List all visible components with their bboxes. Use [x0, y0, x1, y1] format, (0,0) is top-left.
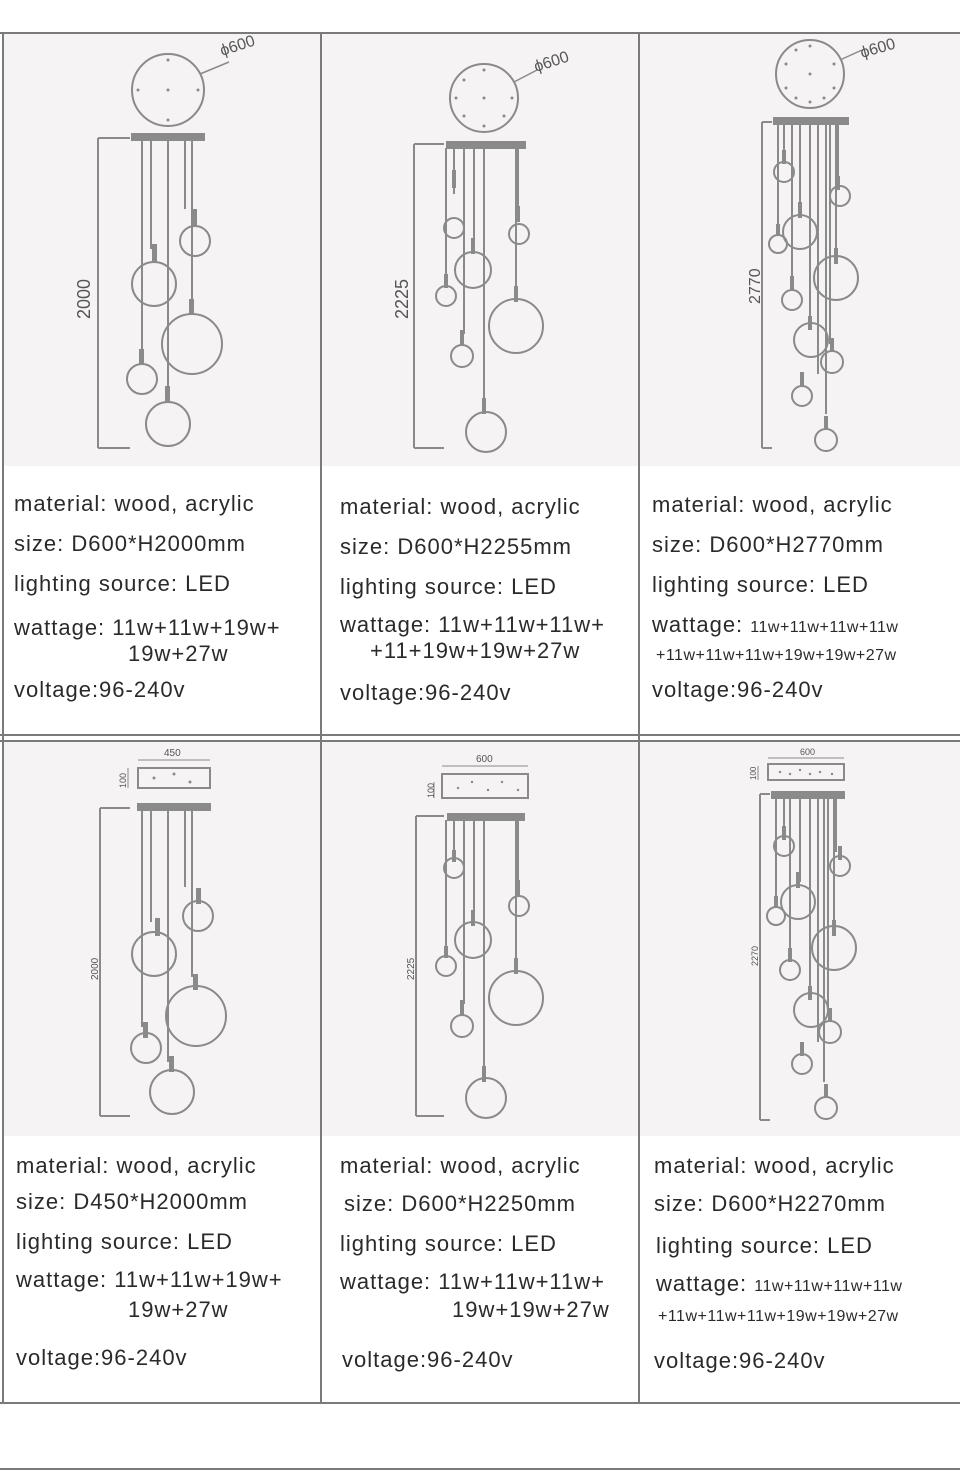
wattage-line-1: wattage: 11w+11w+11w+11w — [652, 613, 898, 640]
voltage-text: voltage:96-240v — [340, 680, 512, 705]
drawing-panel-6: 600 100 2270 — [640, 742, 960, 1136]
lighting-text: lighting source: LED — [340, 1231, 557, 1256]
spec-panel-3: material: wood, acrylic size: D600*H2770… — [652, 493, 898, 702]
voltage-text: voltage:96-240v — [654, 1348, 826, 1373]
material-text: material: wood, acrylic — [654, 1153, 895, 1178]
spec-panel-5: material: wood, acrylic size: D600*H2250… — [340, 1154, 610, 1372]
size-text: size: D600*H2770mm — [652, 532, 884, 557]
wattage-text-1: wattage: 11w+11w+11w+ — [340, 1269, 605, 1294]
wattage-text-1: 11w+11w+11w+11w — [754, 1278, 903, 1295]
size-text: size: D600*H2270mm — [654, 1191, 886, 1216]
top-width-label: 450 — [164, 748, 181, 759]
material-text: material: wood, acrylic — [652, 492, 893, 517]
wattage-text-2: 19w+27w — [128, 1297, 229, 1322]
voltage-text: voltage:96-240v — [16, 1345, 188, 1370]
material-text: material: wood, acrylic — [16, 1153, 257, 1178]
spec-panel-6: material: wood, acrylic size: D600*H2270… — [654, 1154, 902, 1373]
size-text: size: D450*H2000mm — [16, 1189, 248, 1214]
wattage-text-2: +11w+11w+11w+19w+19w+27w — [656, 647, 897, 664]
material-text: material: wood, acrylic — [340, 1153, 581, 1178]
top-height-label: 100 — [426, 783, 436, 798]
height-label: 2000 — [74, 279, 94, 319]
diameter-label: ϕ600 — [218, 34, 257, 60]
grid-line-mid-1 — [0, 734, 960, 736]
grid-line-top — [0, 32, 960, 34]
grid-line-left — [2, 32, 4, 1404]
top-height-label: 100 — [118, 773, 128, 788]
size-text: size: D600*H2250mm — [344, 1191, 576, 1216]
grid-line-mid-2 — [0, 740, 960, 742]
top-width-label: 600 — [800, 747, 815, 757]
wattage-text-2: +11w+11w+11w+19w+19w+27w — [658, 1308, 899, 1325]
spec-panel-2: material: wood, acrylic size: D600*H2255… — [340, 495, 605, 705]
wattage-text-1: wattage: 11w+11w+11w+ — [340, 612, 605, 637]
diameter-label: ϕ600 — [858, 36, 897, 62]
drawing-panel-1: ϕ600 2000 — [4, 34, 320, 466]
height-label: 2270 — [750, 946, 760, 966]
lighting-text: lighting source: LED — [652, 572, 869, 597]
voltage-text: voltage:96-240v — [342, 1347, 514, 1372]
size-text: size: D600*H2255mm — [340, 534, 572, 559]
lighting-text: lighting source: LED — [340, 574, 557, 599]
grid-line-bottom — [0, 1402, 960, 1404]
size-text: size: D600*H2000mm — [14, 531, 246, 556]
wattage-text-2: 19w+27w — [128, 641, 229, 666]
wattage-text-1: 11w+11w+11w+11w — [750, 619, 899, 636]
material-text: material: wood, acrylic — [14, 491, 255, 516]
top-width-label: 600 — [476, 754, 493, 765]
height-label: 2225 — [406, 957, 417, 980]
spec-panel-4: material: wood, acrylic size: D450*H2000… — [16, 1154, 283, 1370]
drawing-panel-4: 450 100 2000 — [4, 742, 320, 1136]
grid-line-col-2 — [638, 32, 640, 1404]
wattage-text-2: +11+19w+19w+27w — [370, 638, 581, 663]
wattage-prefix: wattage: — [656, 1271, 748, 1296]
material-text: material: wood, acrylic — [340, 494, 581, 519]
drawing-panel-5: 600 100 2225 — [322, 742, 638, 1136]
grid-line-col-1 — [320, 32, 322, 1404]
lighting-text: lighting source: LED — [656, 1233, 873, 1258]
lighting-text: lighting source: LED — [14, 571, 231, 596]
wattage-line-1: wattage: 11w+11w+11w+11w — [654, 1272, 902, 1299]
spec-panel-1: material: wood, acrylic size: D600*H2000… — [14, 492, 281, 702]
diameter-label: ϕ600 — [532, 49, 571, 76]
wattage-text-2: 19w+19w+27w — [452, 1297, 610, 1322]
wattage-prefix: wattage: — [652, 612, 744, 637]
drawing-panel-3: ϕ600 2770 — [640, 34, 960, 466]
height-label: 2770 — [747, 268, 764, 304]
wattage-text-1: wattage: 11w+11w+19w+ — [16, 1267, 283, 1292]
wattage-text-1: wattage: 11w+11w+19w+ — [14, 615, 281, 640]
drawing-panel-2: ϕ600 2225 — [322, 34, 638, 466]
voltage-text: voltage:96-240v — [14, 677, 186, 702]
height-label: 2000 — [90, 957, 101, 980]
top-height-label: 100 — [749, 766, 758, 780]
voltage-text: voltage:96-240v — [652, 677, 824, 702]
lighting-text: lighting source: LED — [16, 1229, 233, 1254]
height-label: 2225 — [392, 279, 412, 319]
page-bottom-rule — [0, 1468, 960, 1470]
